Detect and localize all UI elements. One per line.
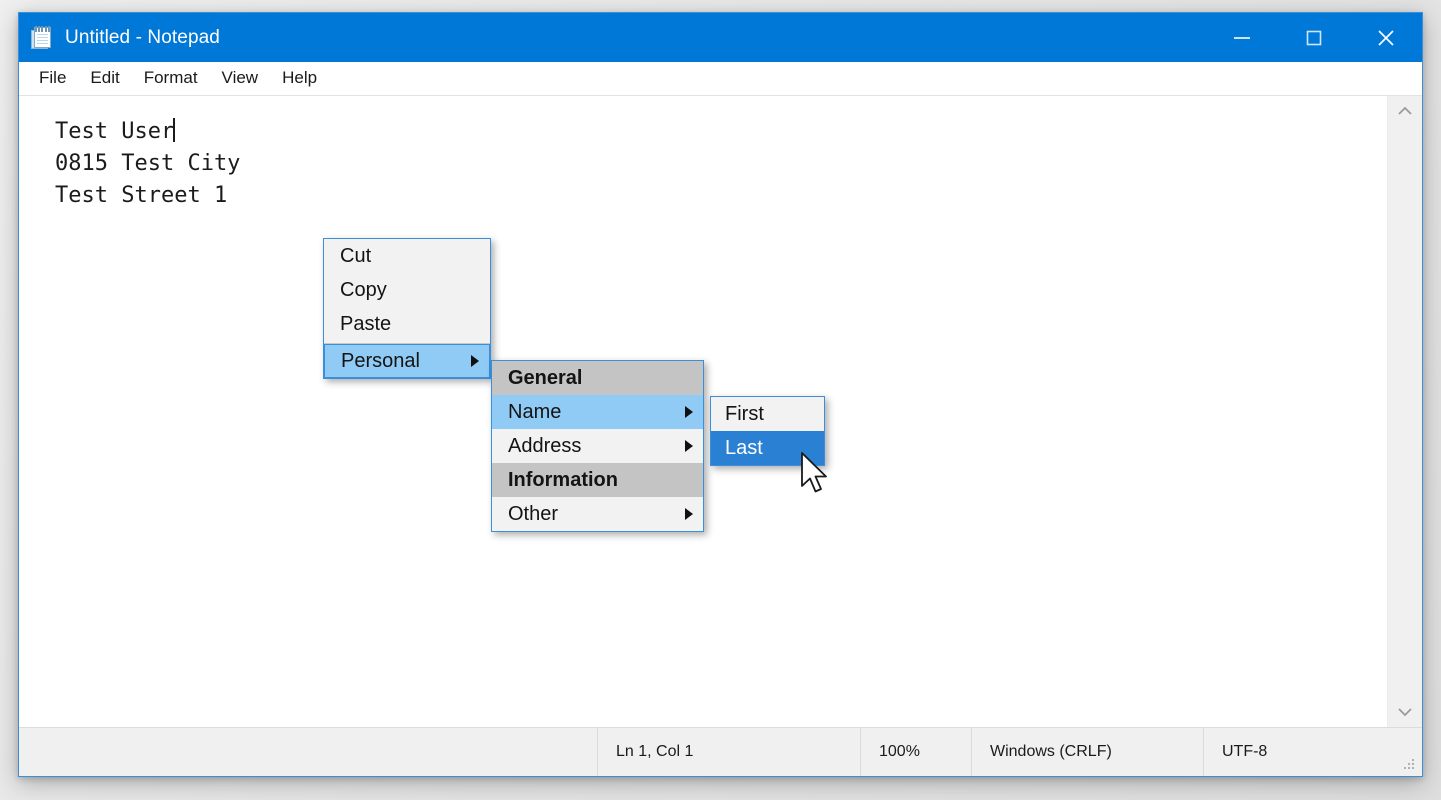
name-submenu-item-last[interactable]: Last (711, 431, 824, 465)
arrow-right-icon (685, 406, 693, 418)
submenu-header-information: Information (492, 463, 703, 497)
editor-line-2: 0815 Test City (55, 151, 241, 176)
context-menu-item-paste[interactable]: Paste (324, 307, 490, 341)
name-submenu-item-first[interactable]: First (711, 397, 824, 431)
minimize-icon[interactable] (1206, 13, 1278, 62)
notepad-window: Untitled - Notepad File Edit Format View… (18, 12, 1423, 777)
menu-item-view[interactable]: View (221, 68, 259, 87)
close-icon[interactable] (1350, 13, 1422, 62)
resize-grip-icon[interactable] (1404, 759, 1416, 771)
status-line-ending[interactable]: Windows (CRLF) (971, 728, 1203, 776)
arrow-right-icon (471, 355, 479, 367)
submenu-item-other[interactable]: Other (492, 497, 703, 531)
submenu-item-name[interactable]: Name (492, 395, 703, 429)
context-menu: Cut Copy Paste Personal (323, 238, 491, 379)
editor-line-3: Test Street 1 (55, 183, 228, 208)
status-cursor-position: Ln 1, Col 1 (597, 728, 860, 776)
menu-item-edit[interactable]: Edit (90, 68, 120, 87)
submenu-item-address[interactable]: Address (492, 429, 703, 463)
arrow-right-icon (685, 508, 693, 520)
name-submenu-item-label: Last (725, 436, 763, 459)
submenu-item-label: Address (508, 434, 582, 457)
submenu-header-label: Information (508, 468, 618, 491)
submenu-item-label: Name (508, 400, 562, 423)
text-editor[interactable]: Test User 0815 Test City Test Street 1 (19, 96, 1387, 727)
vertical-scrollbar[interactable] (1387, 96, 1422, 727)
menu-item-format[interactable]: Format (143, 68, 198, 87)
context-menu-item-label: Personal (341, 349, 420, 372)
context-menu-item-cut[interactable]: Cut (324, 239, 490, 273)
context-menu-separator (324, 343, 490, 344)
context-menu-item-personal[interactable]: Personal (324, 344, 490, 378)
menu-item-help[interactable]: Help (282, 68, 318, 87)
context-menu-item-copy[interactable]: Copy (324, 273, 490, 307)
name-submenu: First Last (710, 396, 825, 466)
text-caret (173, 118, 176, 142)
title-bar-left: Untitled - Notepad (19, 25, 220, 50)
status-encoding[interactable]: UTF-8 (1203, 728, 1422, 776)
submenu-item-label: Other (508, 502, 559, 525)
menu-bar: File Edit Format View Help (19, 62, 1422, 95)
personal-submenu: General Name Address Information Other (491, 360, 704, 532)
submenu-header-general: General (492, 361, 703, 395)
title-bar[interactable]: Untitled - Notepad (19, 13, 1422, 62)
name-submenu-item-label: First (725, 402, 764, 425)
context-menu-item-label: Cut (340, 244, 372, 267)
window-title: Untitled - Notepad (65, 26, 220, 48)
notepad-icon (31, 25, 53, 50)
submenu-header-label: General (508, 366, 583, 389)
status-bar: Ln 1, Col 1 100% Windows (CRLF) UTF-8 (19, 727, 1422, 776)
status-zoom-level[interactable]: 100% (860, 728, 971, 776)
status-bar-spacer (19, 728, 597, 776)
chevron-down-icon[interactable] (1388, 697, 1422, 727)
context-menu-item-label: Paste (340, 312, 392, 335)
chevron-up-icon[interactable] (1388, 96, 1422, 126)
editor-line-1: Test User (55, 119, 175, 144)
menu-item-file[interactable]: File (39, 68, 67, 87)
arrow-right-icon (685, 440, 693, 452)
context-menu-item-label: Copy (340, 278, 387, 301)
maximize-icon[interactable] (1278, 13, 1350, 62)
window-controls (1206, 13, 1422, 62)
